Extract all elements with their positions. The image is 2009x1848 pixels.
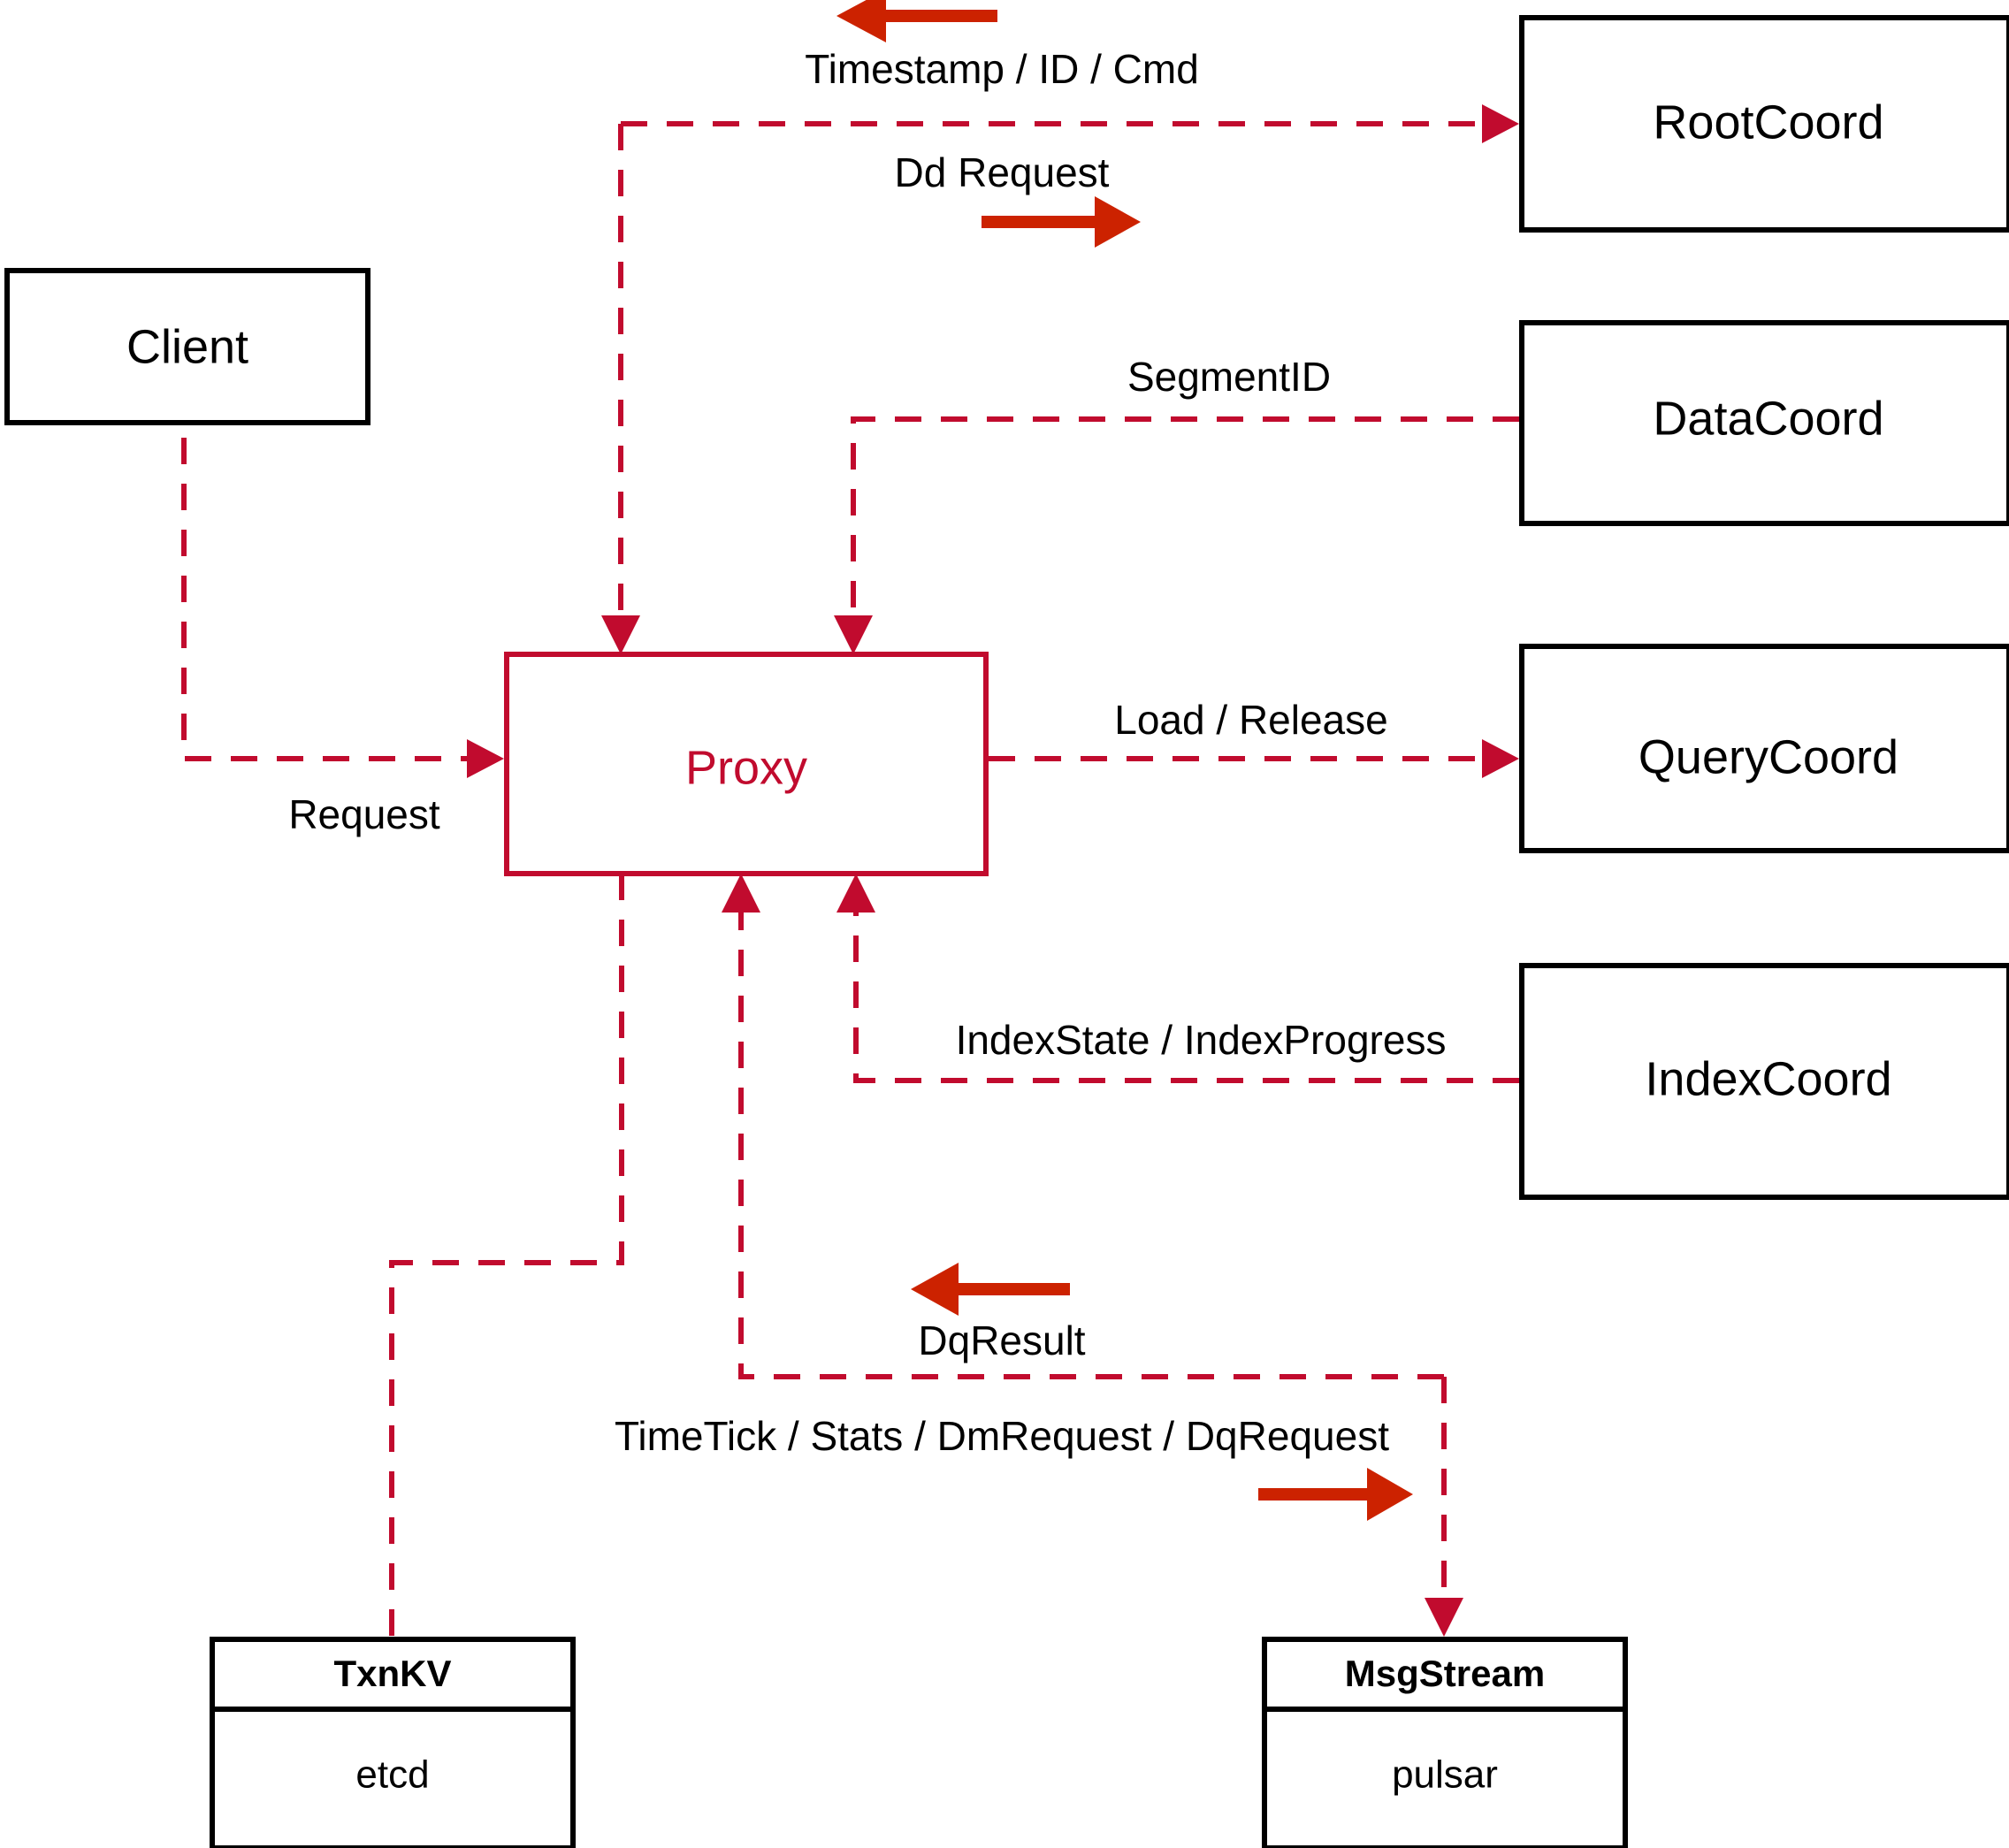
edge-label-load-release: Load / Release <box>1114 697 1387 743</box>
edge-label-dd-request: Dd Request <box>895 149 1110 195</box>
flow-proxy-to-txnkv <box>389 874 624 1637</box>
node-proxy-label: Proxy <box>685 741 807 794</box>
arrowhead-proxy-to-msgstream <box>1425 1598 1463 1637</box>
edge-label-dqresult: DqResult <box>918 1317 1085 1363</box>
node-indexcoord[interactable]: IndexCoord <box>1519 963 2009 1200</box>
arrowhead-msgstream-to-proxy <box>722 874 760 913</box>
node-msgstream-sublabel: pulsar <box>1392 1753 1498 1797</box>
node-client[interactable]: Client <box>4 268 370 425</box>
direction-arrow-timestamp <box>836 0 997 42</box>
direction-arrow-dd-request <box>982 196 1141 248</box>
flow-datacoord-to-proxy <box>851 416 1519 643</box>
node-querycoord-label: QueryCoord <box>1639 730 1898 783</box>
flow-indexcoord-to-proxy <box>853 884 1519 1083</box>
direction-arrow-dqresult <box>911 1263 1070 1316</box>
direction-arrow-timetick <box>1258 1468 1413 1521</box>
arrowhead-indexcoord-to-proxy <box>836 874 875 913</box>
node-indexcoord-label: IndexCoord <box>1645 1052 1891 1105</box>
node-txnkv-sublabel: etcd <box>355 1753 429 1797</box>
node-datacoord[interactable]: DataCoord <box>1519 320 2009 526</box>
arrowhead-datacoord-to-proxy <box>834 615 873 654</box>
node-txnkv[interactable]: TxnKV etcd <box>210 1637 576 1848</box>
edge-label-timestamp: Timestamp / ID / Cmd <box>805 46 1199 92</box>
node-querycoord[interactable]: QueryCoord <box>1519 644 2009 853</box>
edge-label-request: Request <box>288 791 440 837</box>
node-proxy[interactable]: Proxy <box>504 652 989 876</box>
node-msgstream-label: MsgStream <box>1345 1653 1545 1694</box>
arrowhead-proxy-to-rootcoord <box>1482 104 1519 143</box>
arrowhead-rootcoord-to-proxy <box>601 615 640 654</box>
node-txnkv-label: TxnKV <box>333 1653 451 1694</box>
edge-label-timetick: TimeTick / Stats / DmRequest / DqRequest <box>615 1413 1389 1459</box>
node-rootcoord[interactable]: RootCoord <box>1519 15 2009 233</box>
flow-msgstream-to-proxy <box>738 884 1444 1379</box>
edge-label-segmentid: SegmentID <box>1127 354 1331 400</box>
arrowhead-proxy-to-querycoord <box>1482 739 1519 778</box>
node-datacoord-label: DataCoord <box>1653 392 1883 445</box>
edge-label-indexstate: IndexState / IndexProgress <box>956 1017 1447 1063</box>
node-rootcoord-label: RootCoord <box>1653 95 1883 149</box>
node-client-label: Client <box>126 320 248 373</box>
node-msgstream[interactable]: MsgStream pulsar <box>1262 1637 1628 1848</box>
arrowhead-client-to-proxy <box>467 739 504 778</box>
flow-client-to-proxy <box>181 392 495 761</box>
